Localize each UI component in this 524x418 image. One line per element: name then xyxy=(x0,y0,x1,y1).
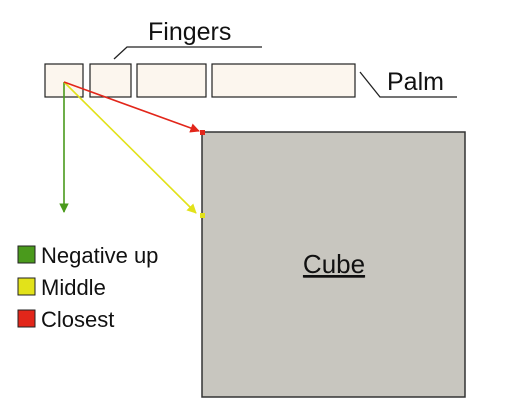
middle-arrow xyxy=(63,81,197,214)
legend-swatch-negative-up xyxy=(17,245,36,264)
middle-contact-point xyxy=(200,213,205,218)
fingers-leader-line xyxy=(113,46,262,60)
finger-segment-3 xyxy=(136,63,207,98)
fingers-label: Fingers xyxy=(148,18,231,46)
legend-swatch-middle xyxy=(17,277,36,296)
palm-leader-line xyxy=(359,71,457,98)
legend-label-negative-up: Negative up xyxy=(41,243,158,268)
closest-contact-point xyxy=(200,130,205,135)
legend-label-closest: Closest xyxy=(41,307,114,332)
legend: Negative up Middle Closest xyxy=(17,243,158,332)
legend-label-middle: Middle xyxy=(41,275,106,300)
legend-item-negative-up: Negative up xyxy=(17,243,158,268)
legend-item-closest: Closest xyxy=(17,307,114,332)
palm-label: Palm xyxy=(387,68,444,96)
closest-arrow xyxy=(63,81,200,133)
cube-label: Cube xyxy=(303,249,365,279)
cube-box xyxy=(201,131,466,398)
legend-item-middle: Middle xyxy=(17,275,106,300)
legend-swatch-closest xyxy=(17,309,36,328)
finger-segment-2 xyxy=(89,63,132,98)
palm-segment xyxy=(211,63,356,98)
